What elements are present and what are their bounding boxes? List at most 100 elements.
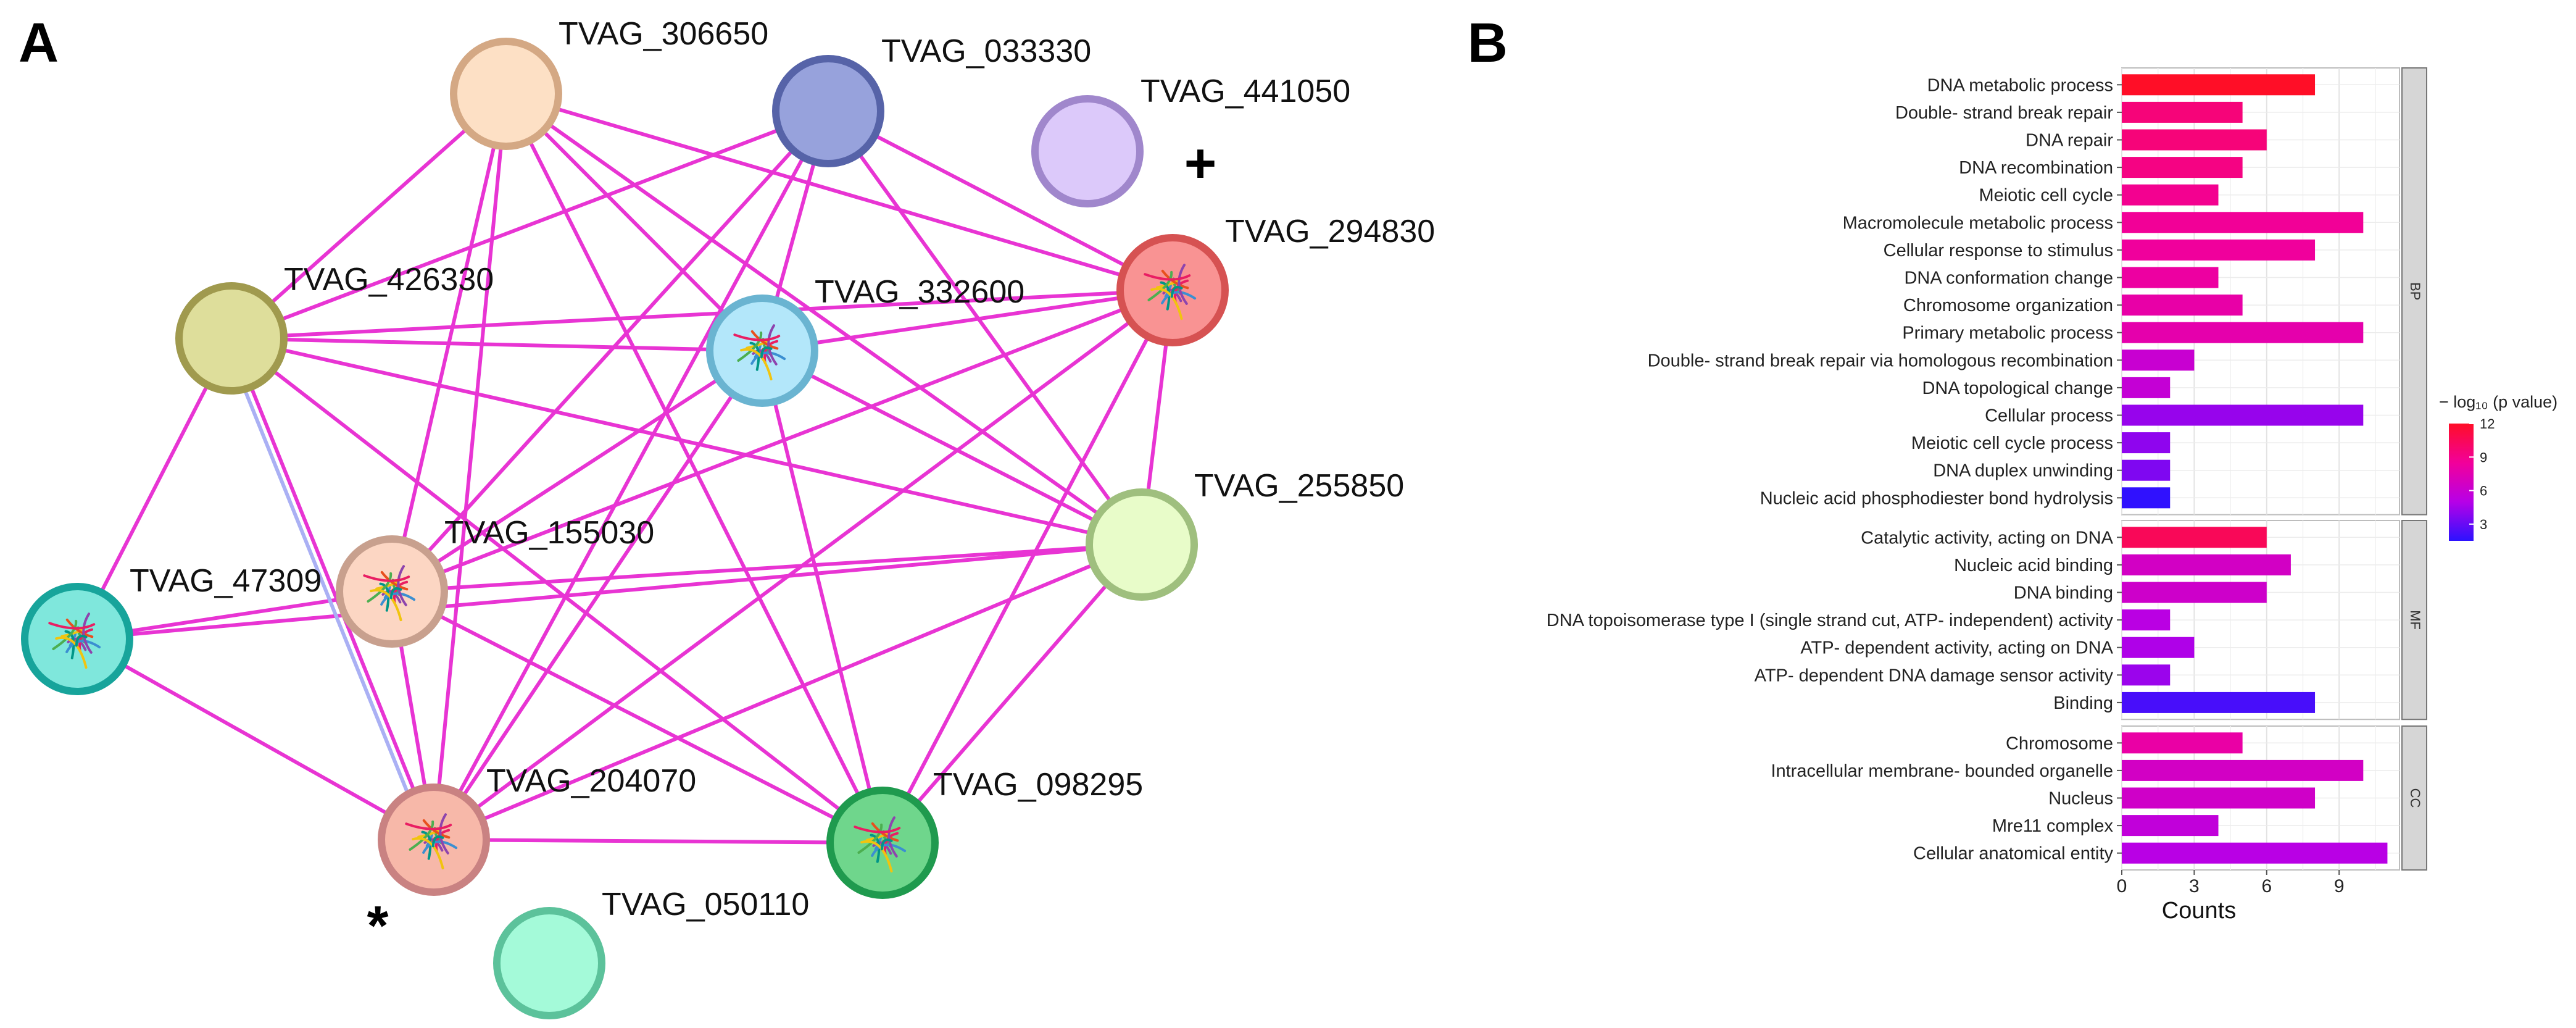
node-label: TVAG_47309 <box>130 563 322 599</box>
bar-dna-metabolic-process <box>2122 74 2316 96</box>
x-tick-label: 9 <box>2334 876 2345 896</box>
bar-binding <box>2122 692 2316 713</box>
node-circle <box>1086 488 1198 601</box>
edge-tvag-255850-tvag-155030 <box>391 543 1142 593</box>
node-circle <box>1031 95 1144 207</box>
bar-nucleic-acid-phosphodiester-bond-hydrolysis <box>2122 487 2171 509</box>
category-label: Chromosome <box>2006 733 2113 753</box>
category-label: DNA binding <box>2014 583 2113 603</box>
star-marker: * <box>367 895 388 957</box>
bar-dna-recombination <box>2122 157 2243 178</box>
edge-tvag-255850-tvag-47309 <box>77 543 1142 641</box>
edge-tvag-426330-tvag-255850 <box>231 336 1142 546</box>
protein-structure-icon <box>363 565 416 622</box>
colorbar-title: − log₁₀ (p value) <box>2439 393 2557 411</box>
category-label: DNA topoisomerase type I (single strand … <box>1547 611 2114 630</box>
edge-tvag-155030-tvag-098295 <box>391 590 884 845</box>
edge-tvag-426330-tvag-47309 <box>75 337 233 640</box>
edge-tvag-306650-tvag-294830 <box>505 92 1173 292</box>
edge-tvag-426330-tvag-332600 <box>231 336 763 353</box>
edge-tvag-332600-tvag-204070 <box>432 349 764 841</box>
protein-structure-icon <box>733 324 786 381</box>
x-axis-title: Counts <box>2162 898 2236 924</box>
category-label: Nucleic acid phosphodiester bond hydroly… <box>1760 488 2113 508</box>
protein-structure-icon <box>405 813 458 870</box>
category-label: Chromosome organization <box>1903 296 2113 316</box>
node-label: TVAG_255850 <box>1194 468 1404 504</box>
bar-mre11-complex <box>2122 815 2219 837</box>
node-tvag-332600[interactable]: TVAG_332600 <box>706 274 1024 407</box>
node-label: TVAG_155030 <box>444 515 654 551</box>
category-label: Meiotic cell cycle <box>1979 186 2113 206</box>
node-tvag-426330[interactable]: TVAG_426330 <box>175 262 494 395</box>
category-label: DNA repair <box>2025 131 2113 151</box>
node-label: TVAG_294830 <box>1225 214 1435 249</box>
node-tvag-098295[interactable]: TVAG_098295 <box>826 767 1143 899</box>
bar-double-strand-break-repair-via-homologous-recombination <box>2122 349 2195 371</box>
node-tvag-294830[interactable]: TVAG_294830 <box>1116 214 1435 346</box>
node-tvag-306650[interactable]: TVAG_306650 <box>450 16 768 150</box>
node-label: TVAG_306650 <box>559 16 768 52</box>
category-label: Mre11 complex <box>1992 816 2114 836</box>
bar-atp-dependent-dna-damage-sensor-activity <box>2122 664 2171 686</box>
node-tvag-204070[interactable]: TVAG_204070 <box>378 763 696 896</box>
edge-tvag-033330-tvag-204070 <box>432 110 830 841</box>
category-label: DNA metabolic process <box>1927 75 2113 95</box>
bar-chromosome-organization <box>2122 295 2243 316</box>
node-tvag-033330[interactable]: TVAG_033330 <box>772 33 1091 167</box>
edge-tvag-426330-tvag-098295 <box>230 336 884 845</box>
bar-double-strand-break-repair <box>2122 101 2243 123</box>
facet-strip <box>2401 67 2427 516</box>
plus-marker: + <box>1184 133 1217 194</box>
node-tvag-155030[interactable]: TVAG_155030 <box>336 515 654 648</box>
facet-strip <box>2401 725 2427 871</box>
edge-alt-tvag-426330-tvag-204070 <box>222 337 428 841</box>
facet-strip-label: BP <box>2408 282 2423 300</box>
node-tvag-441050[interactable]: TVAG_441050 <box>1031 73 1350 207</box>
node-tvag-050110[interactable]: TVAG_050110 <box>493 887 809 1019</box>
bar-dna-duplex-unwinding <box>2122 459 2171 481</box>
protein-structure-icon <box>1144 264 1197 320</box>
edge-tvag-294830-tvag-155030 <box>391 288 1174 593</box>
facet-strip-label: MF <box>2408 610 2423 630</box>
node-label: TVAG_098295 <box>933 767 1143 803</box>
bar-meiotic-cell-cycle-process <box>2122 432 2171 454</box>
category-label: Intracellular membrane- bounded organell… <box>1771 761 2113 781</box>
category-label: ATP- dependent DNA damage sensor activit… <box>1755 666 2114 685</box>
facet-mf: Catalytic activity, acting on DNANucleic… <box>1547 520 2427 721</box>
node-label: TVAG_441050 <box>1141 73 1350 109</box>
edge-tvag-294830-tvag-098295 <box>881 289 1174 844</box>
edge-tvag-426330-tvag-204070 <box>230 337 436 841</box>
node-label: TVAG_204070 <box>486 763 696 799</box>
bar-primary-metabolic-process <box>2122 322 2364 343</box>
bar-cellular-response-to-stimulus <box>2122 239 2316 261</box>
bar-dna-binding <box>2122 582 2267 603</box>
edge-tvag-306650-tvag-204070 <box>432 93 508 840</box>
node-tvag-255850[interactable]: TVAG_255850 <box>1086 468 1404 601</box>
edge-tvag-332600-tvag-098295 <box>760 350 884 843</box>
node-circle <box>175 282 288 395</box>
panel-a-label: A <box>19 12 59 74</box>
panel-b-label: B <box>1468 12 1508 74</box>
colorbar-tick-label: 9 <box>2480 449 2487 465</box>
protein-structure-icon <box>854 816 907 873</box>
category-label: DNA duplex unwinding <box>1933 461 2113 481</box>
category-label: DNA recombination <box>1959 158 2113 178</box>
edge-tvag-033330-tvag-294830 <box>827 109 1174 292</box>
category-label: Binding <box>2053 693 2113 713</box>
node-circle <box>772 55 884 167</box>
network-edges <box>75 92 1174 845</box>
facet-strip-label: CC <box>2408 788 2423 808</box>
category-label: Meiotic cell cycle process <box>1911 433 2113 453</box>
bar-cellular-process <box>2122 404 2364 426</box>
category-label: DNA conformation change <box>1904 269 2113 288</box>
node-tvag-47309[interactable]: TVAG_47309 <box>21 563 322 695</box>
facet-strip <box>2401 520 2427 721</box>
x-tick-label: 3 <box>2189 876 2200 896</box>
colorbar-tick-label: 6 <box>2480 483 2487 499</box>
